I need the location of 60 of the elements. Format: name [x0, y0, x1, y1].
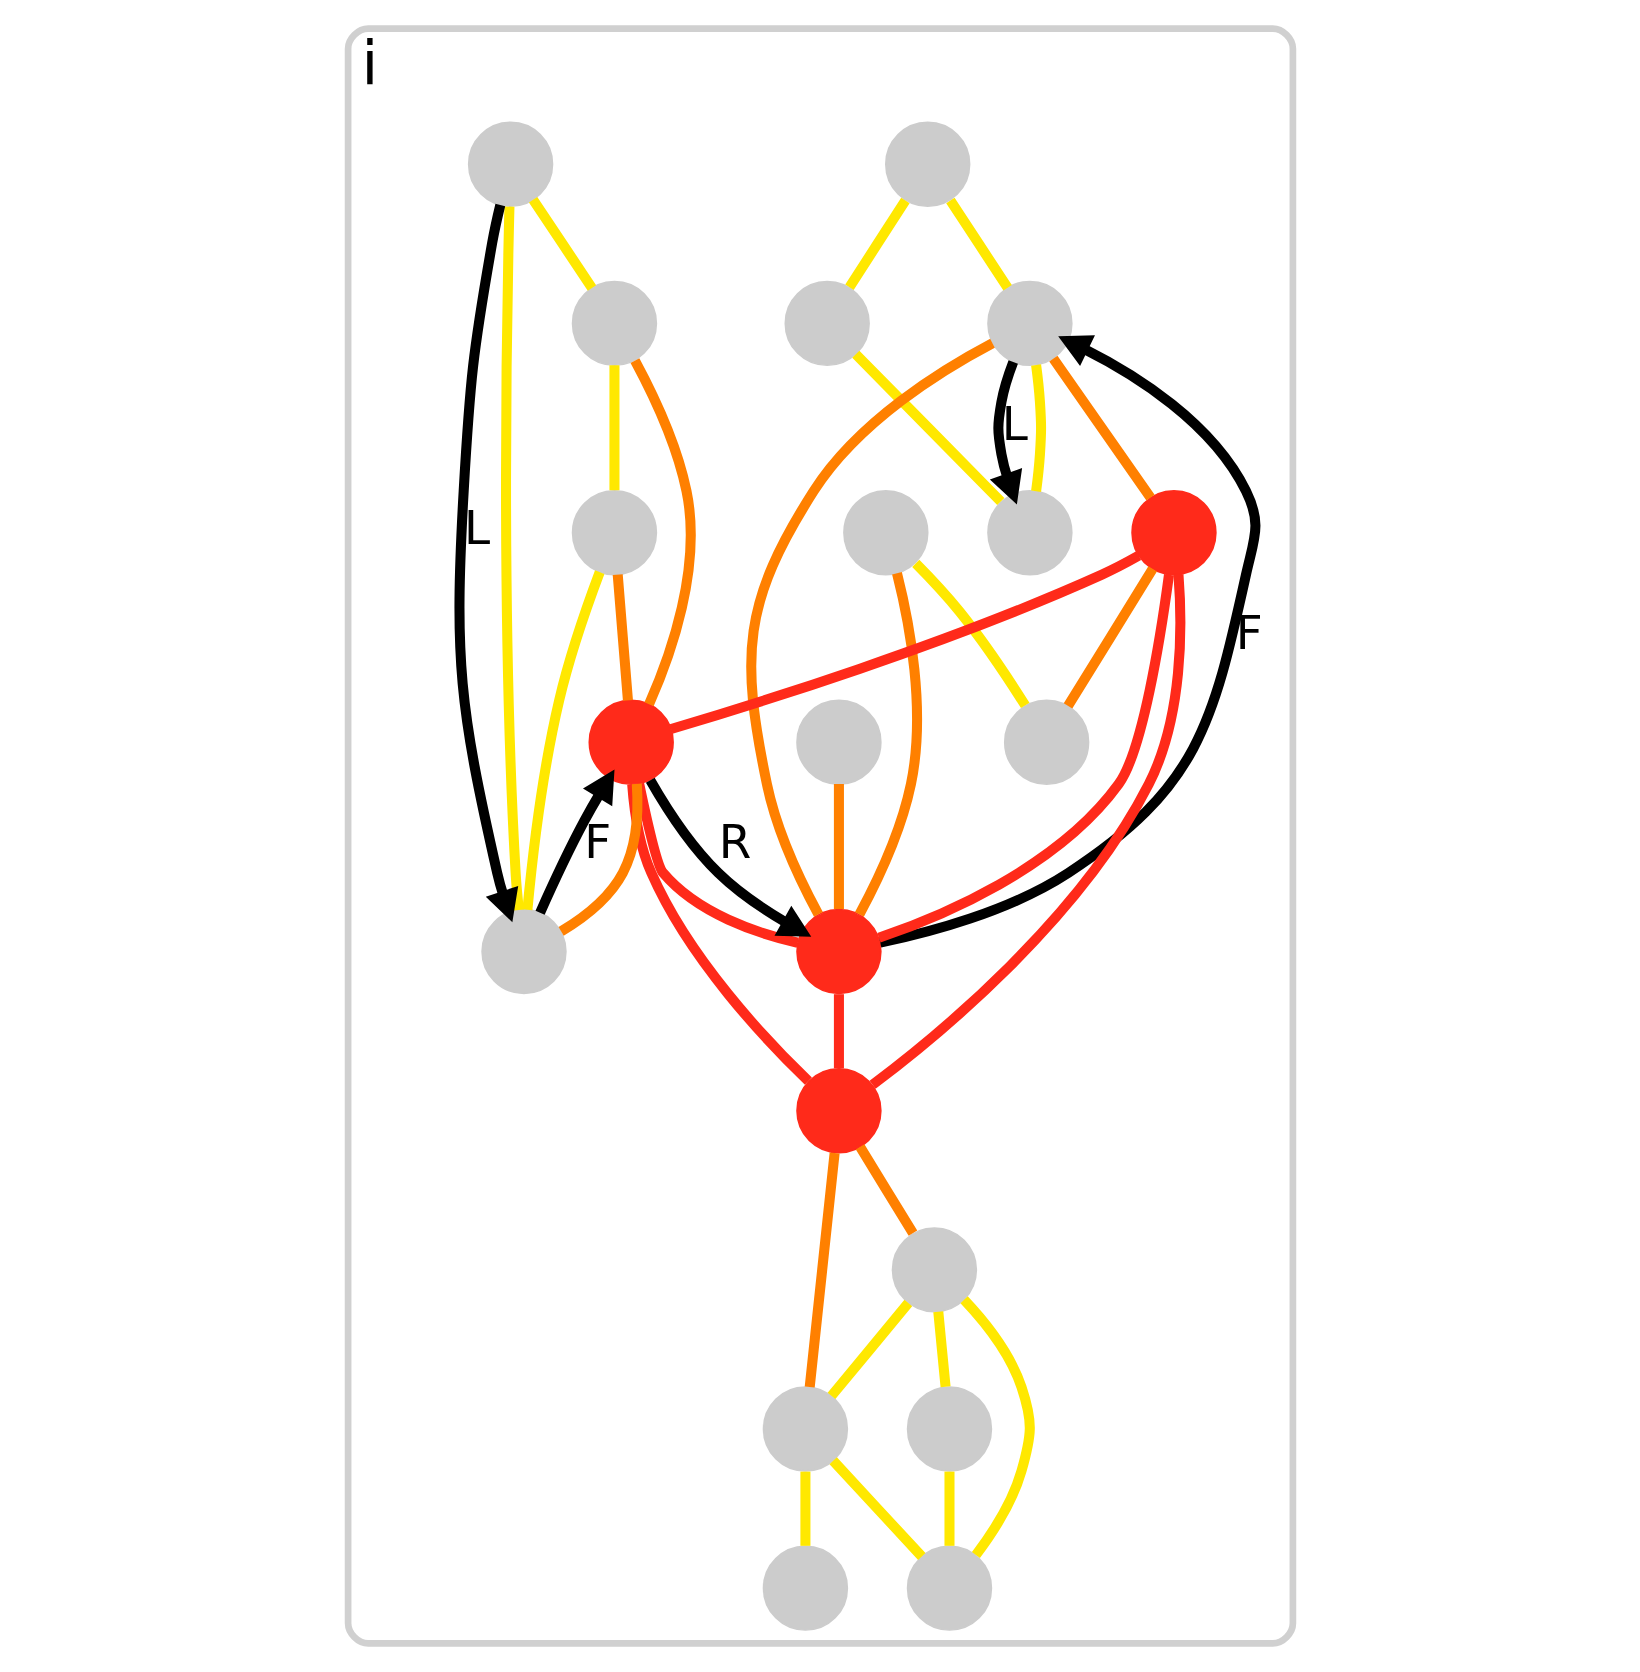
- node-circle: [1003, 699, 1089, 785]
- connector: [945, 197, 1012, 291]
- connector: [932, 1311, 951, 1388]
- connector: [851, 350, 1004, 506]
- connector: [626, 783, 812, 1085]
- connector: [669, 551, 1141, 734]
- connector: [608, 365, 619, 491]
- connector: [943, 1471, 954, 1546]
- node-circle: [986, 490, 1073, 576]
- node-circle: [588, 699, 674, 785]
- connector: [911, 559, 1029, 709]
- node-circle: [795, 908, 882, 995]
- node-circle: [795, 699, 882, 785]
- arrow: [454, 203, 518, 923]
- connector: [521, 570, 604, 911]
- arrow: [989, 360, 1022, 505]
- node-circle: [571, 280, 657, 367]
- connector: [804, 1152, 840, 1388]
- connector: [854, 572, 922, 917]
- node-circle: [884, 121, 970, 207]
- node-circle: [762, 1545, 848, 1631]
- connector: [855, 1144, 917, 1236]
- edge-label: F: [583, 814, 611, 870]
- node-circle: [571, 490, 657, 576]
- node-circle: [1130, 490, 1217, 576]
- connector: [1048, 355, 1155, 501]
- connector: [799, 1471, 810, 1546]
- connector: [829, 1457, 925, 1560]
- connector: [612, 574, 633, 701]
- node-circle: [906, 1545, 992, 1631]
- node-circle: [467, 121, 553, 207]
- node-circle: [480, 908, 567, 995]
- connector: [1030, 364, 1046, 492]
- connector: [745, 338, 995, 917]
- node-circle: [986, 280, 1073, 367]
- connector: [630, 358, 696, 707]
- connector: [500, 206, 524, 911]
- connector: [876, 574, 1174, 943]
- arrow: [645, 777, 811, 937]
- arrow: [878, 335, 1260, 948]
- node-circle: [891, 1227, 977, 1313]
- connector: [869, 574, 1185, 1089]
- connector: [959, 1296, 1035, 1558]
- node-circle: [784, 280, 870, 367]
- arrow: [535, 769, 614, 915]
- connector: [1063, 566, 1157, 709]
- connector: [844, 197, 910, 290]
- node-circle: [762, 1386, 848, 1472]
- node-circle: [906, 1386, 992, 1472]
- connector: [833, 994, 844, 1069]
- connector: [558, 783, 642, 936]
- node-circle: [795, 1068, 882, 1154]
- node-circle: [842, 490, 929, 576]
- connector: [833, 784, 844, 910]
- connector: [827, 1299, 912, 1400]
- edge-label: R: [718, 814, 751, 870]
- connector: [528, 196, 596, 291]
- edge-label: L: [463, 500, 490, 556]
- edge-label: F: [1235, 605, 1263, 661]
- edge-label: L: [1001, 395, 1028, 451]
